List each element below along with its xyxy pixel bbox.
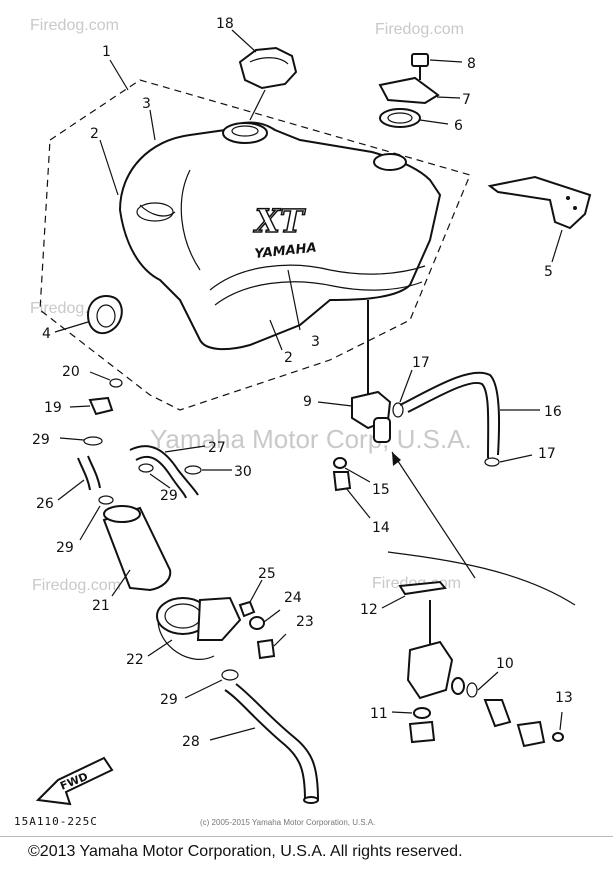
washer-24: [249, 609, 281, 630]
watermarks: Firedog.com Firedog.com Firedog.com Fire…: [30, 17, 472, 594]
clip-17a: [392, 369, 413, 418]
watermark-site-1: Firedog.com: [30, 17, 119, 34]
callout-9: 9: [303, 394, 312, 410]
clip-30: [184, 465, 232, 475]
callout-27: 27: [208, 440, 226, 456]
callout-30: 30: [234, 464, 252, 480]
callout-28: 28: [182, 734, 200, 750]
bolt-23: [256, 633, 287, 660]
fuel-cap: [231, 29, 298, 121]
callout-15: 15: [372, 482, 390, 498]
bolt-8: [411, 53, 463, 80]
callout-5: 5: [544, 264, 553, 280]
callout-2a: 2: [90, 126, 99, 142]
callout-29a: 29: [32, 432, 50, 448]
watermark-site-4: Firedog.com: [32, 577, 121, 594]
callout-4: 4: [42, 326, 51, 342]
bracket-22: [147, 596, 242, 660]
callout-22: 22: [126, 652, 144, 668]
callout-numbers: 1 2 2 3 3 4 5 6 7 8 9 10 11 12 13 14 15 …: [32, 16, 573, 750]
tank-assembly-outline: [39, 79, 471, 411]
hose-26: [57, 455, 101, 501]
callout-16: 16: [544, 404, 562, 420]
callout-3b: 3: [311, 334, 320, 350]
callout-1: 1: [102, 44, 111, 60]
callout-3a: 3: [142, 96, 151, 112]
callout-11: 11: [370, 706, 388, 722]
callout-19: 19: [44, 400, 62, 416]
callout-29b: 29: [56, 540, 74, 556]
fuel-filter-21: [102, 505, 172, 597]
callout-13: 13: [555, 690, 573, 706]
callout-12: 12: [360, 602, 378, 618]
plate-7: [378, 76, 461, 105]
watermark-corp: Yamaha Motor Corp, U.S.A.: [150, 424, 472, 454]
watermark-site-2: Firedog.com: [375, 21, 464, 38]
fuel-cock-9: [317, 300, 392, 443]
tank-badge-brand: YAMAHA: [254, 241, 317, 262]
clip-17b: [484, 454, 533, 467]
nut-25: [238, 579, 263, 618]
washer-15: [333, 457, 371, 483]
callout-14: 14: [372, 520, 390, 536]
callout-7: 7: [462, 92, 471, 108]
callout-21: 21: [92, 598, 110, 614]
reference-arrow: [387, 451, 576, 606]
diagram-code: 15A110-225C: [14, 815, 98, 828]
clip-29b: [79, 495, 114, 541]
callout-17a: 17: [412, 355, 430, 371]
callout-8: 8: [467, 56, 476, 72]
callout-26: 26: [36, 496, 54, 512]
callout-20: 20: [62, 364, 80, 380]
callout-29d: 29: [160, 692, 178, 708]
cap-4: [54, 295, 123, 335]
callout-2b: 2: [284, 350, 293, 366]
callout-23: 23: [296, 614, 314, 630]
hose-16: [399, 371, 540, 459]
hose-27: [129, 445, 206, 499]
inner-copyright: (c) 2005-2015 Yamaha Motor Corporation, …: [200, 818, 376, 827]
fuel-tank: XT YAMAHA: [118, 121, 442, 351]
hose-28: [209, 683, 319, 804]
callout-6: 6: [454, 118, 463, 134]
callout-25: 25: [258, 566, 276, 582]
bolt-14: [332, 471, 371, 519]
clip-29d: [184, 669, 239, 699]
bracket-5: [487, 175, 592, 263]
callout-29c: 29: [160, 488, 178, 504]
ring-6: [379, 108, 449, 128]
fitting-19: [69, 396, 114, 416]
clip-29c: [138, 463, 171, 489]
lower-fuel-cock: [381, 580, 564, 748]
footer: ©2013 Yamaha Motor Corporation, U.S.A. A…: [0, 836, 613, 869]
forward-label: FWD: [58, 770, 90, 793]
clip-29a: [59, 436, 103, 446]
callout-24: 24: [284, 590, 302, 606]
callout-10: 10: [496, 656, 514, 672]
callout-17b: 17: [538, 446, 556, 462]
forward-arrow: FWD: [35, 756, 114, 806]
footer-copyright: ©2013 Yamaha Motor Corporation, U.S.A. A…: [28, 843, 463, 860]
clip-20: [89, 371, 123, 388]
callout-18: 18: [216, 16, 234, 32]
tank-badge-xt: XT: [253, 202, 306, 240]
